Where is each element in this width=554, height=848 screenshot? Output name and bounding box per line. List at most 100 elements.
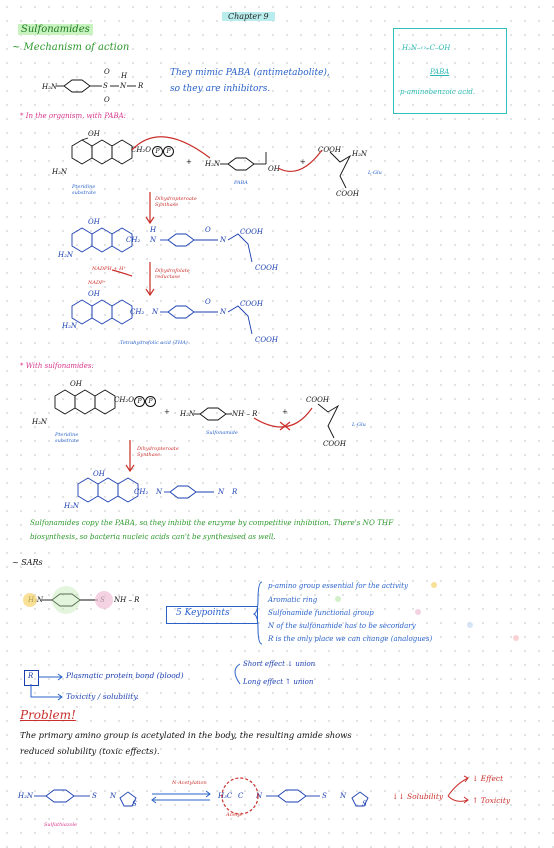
atom-n: N [220,308,227,316]
mimic-text-1: They mimic PABA (antimetabolite), [170,68,330,78]
atom-h: H [150,226,157,234]
atom-nh2: H₂N [352,150,368,158]
paba-formula: H₂N–‹›–C–OH [402,44,451,52]
solubility-text: ↓↓ Solubility [392,792,444,801]
atom-s: S [92,792,97,800]
atom-h2n: H₂N [52,168,68,176]
toxicity-text: Toxicity / solubility. [66,692,139,701]
conclusion-line-2: biosynthesis, so bacteria nucleic acids … [30,532,276,541]
paba-name: PABA [430,68,450,76]
atom-n: N [256,792,263,800]
atom-s: S [322,792,327,800]
nadph-label: NADPH + H⁺ [92,266,127,272]
short-effect-text: Short effect ↓ union [243,660,316,668]
atom-s: S [362,800,367,808]
paba-label: PABA [234,180,248,186]
atom-o: O [205,226,211,234]
mechanism-heading: ~ Mechanism of action [12,42,130,53]
atom-cooh: COOH [323,440,346,448]
atom-oh: OH [70,380,82,388]
atom-n: N [120,82,127,90]
paba-full-name: p-aminobenzoic acid. [400,88,476,96]
conclusion-line-1: Sulfonamides copy the PABA, so they inhi… [30,518,394,527]
atom-n: N [340,792,347,800]
plus-sign: + [300,158,306,166]
phosphate-circle: P [134,396,145,407]
sar-point: N of the sulfonamide has to be secondary [268,622,416,630]
nadp-label: NADP⁺ [88,280,106,286]
atom-h2n: H₂N [180,410,196,418]
atom-oh: OH [88,290,100,298]
plasma-text: Plasmatic protein bond (blood) [66,671,184,680]
atom-h2n: H₂N [42,83,58,91]
enzyme-dhfr-label: Dihydrofolate reductase [155,268,190,280]
atom-s: S [132,800,137,808]
paba-box [393,28,507,114]
acetyl-label: Acetyl [226,812,242,818]
atom-cooh: COOH [318,146,341,154]
atom-n: N [150,236,157,244]
atom-h2n: H₂N [62,322,78,330]
problem-heading: Problem! [20,708,76,722]
benzene-ring [63,79,91,93]
enzyme-dhps-label: Dihydropteroate Synthase [155,196,197,208]
atom-cooh: COOH [255,264,278,272]
atom-ch2oh: CH₂O [131,146,152,154]
sar-point: R is the only place we can change (analo… [268,635,433,643]
plus-sign: + [186,158,192,166]
atom-ch2: CH₂ [134,488,149,496]
benzene-ring [227,157,255,171]
pteridine-label: Pteridine substrate [72,184,96,196]
pteridine-ring [54,389,76,415]
benzene-ring [169,485,197,499]
sars-heading: ~ SARs [12,558,43,567]
r-box-label: R [28,672,34,680]
with-sulfonamides-heading: * With sulfonamides: [20,362,94,370]
atom-o: O [104,96,110,104]
page-title: Sulfonamides [18,24,93,35]
plus-sign: + [164,408,170,416]
atom-o: O [104,68,110,76]
toxicity-effect-text: ↑ Toxicity [472,796,511,805]
atom-cooh: COOH [255,336,278,344]
long-effect-text: Long effect ↑ union [243,678,314,686]
atom-n: N [218,488,225,496]
atom-h: H [121,72,128,80]
sulfonamide-label: Sulfonamide [206,430,238,436]
atom-n: N [156,488,163,496]
sar-point: Sulfonamide functional group [268,609,374,617]
atom-ch2: CH₂ [130,308,145,316]
chapter-title: Chapter 9 [222,12,275,21]
atom-n: N [110,792,117,800]
atom-oh: OH [88,130,100,138]
benzene-ring [167,305,195,319]
phosphate-circle: P [145,396,156,407]
atom-oh: OH [268,165,280,173]
atom-c: C [238,792,244,800]
sar-point: Aromatic ring [268,596,318,604]
benzene-ring [277,789,307,803]
mimic-text-2: so they are inhibitors. [170,84,271,94]
l-glu-label: L-Glu [368,170,382,176]
benzene-ring [45,789,75,803]
atom-h2n: H₂N [32,418,48,426]
benzene-ring [167,233,195,247]
atom-ch2oh: CH₂O [114,396,135,404]
phosphate-circle: P [163,146,174,157]
keypoints-box [166,606,258,624]
atom-h2n-paba: H₂N [205,160,221,168]
atom-h2n: H₂N [18,792,34,800]
keypoints-label: 5 Keypoints [176,608,230,618]
thiazole-ring [119,791,137,807]
atom-cooh: COOH [240,228,263,236]
benzene-ring [199,407,227,421]
atom-oh: OH [88,218,100,226]
atom-h3c: H₃C [218,792,233,800]
atom-cooh: COOH [306,396,329,404]
atom-ch2: CH₂ [126,236,141,244]
atom-nh-r: NH – R [232,410,258,418]
problem-line-1: The primary amino group is acetylated in… [20,730,352,740]
atom-oh: OH [93,470,105,478]
